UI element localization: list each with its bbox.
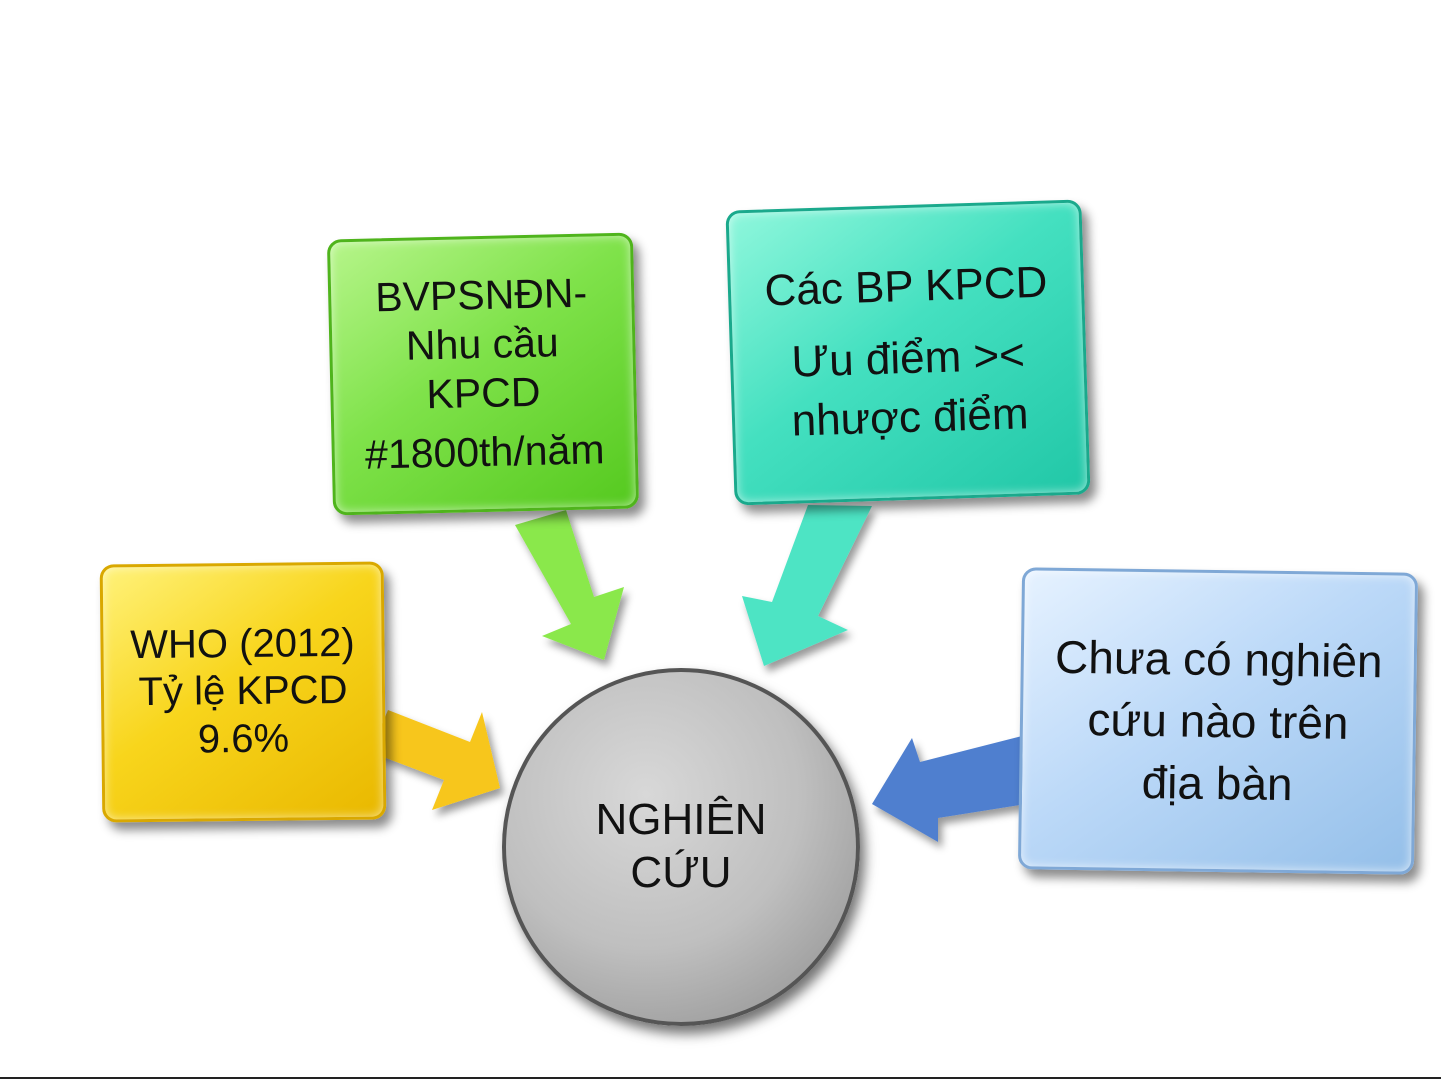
arrow-teal <box>742 505 872 666</box>
no-research-line-3: địa bàn <box>1141 751 1293 815</box>
bottom-divider <box>0 1077 1441 1079</box>
hospital-line-3: KPCD <box>426 368 541 420</box>
who-line-2: Tỷ lệ KPCD <box>138 667 347 716</box>
no-research-line-2: cứu nào trên <box>1087 688 1349 754</box>
arrow-yellow <box>370 710 500 810</box>
center-line-1: NGHIÊN <box>595 794 766 847</box>
no-research-line-1: Chưa có nghiên <box>1055 626 1383 693</box>
who-box: WHO (2012) Tỷ lệ KPCD 9.6% <box>100 562 387 823</box>
methods-line-2: Ưu điểm >< <box>791 325 1026 392</box>
methods-box: Các BP KPCD Ưu điểm >< nhược điểm <box>725 199 1090 505</box>
hospital-line-1: BVPSNĐN- <box>375 268 588 322</box>
center-line-2: CỨU <box>630 847 731 900</box>
no-research-box: Chưa có nghiên cứu nào trên địa bàn <box>1018 567 1418 874</box>
who-line-3: 9.6% <box>198 715 290 763</box>
center-circle: NGHIÊN CỨU <box>502 668 860 1026</box>
hospital-box: BVPSNĐN- Nhu cầu KPCD #1800th/năm <box>327 233 639 516</box>
who-line-1: WHO (2012) <box>130 620 355 670</box>
methods-line-3: nhược điểm <box>791 384 1030 451</box>
hospital-line-2: Nhu cầu <box>405 318 559 371</box>
arrow-green <box>515 510 624 660</box>
methods-line-1: Các BP KPCD <box>764 253 1049 321</box>
hospital-line-4: #1800th/năm <box>365 425 605 480</box>
arrow-blue <box>872 736 1026 842</box>
